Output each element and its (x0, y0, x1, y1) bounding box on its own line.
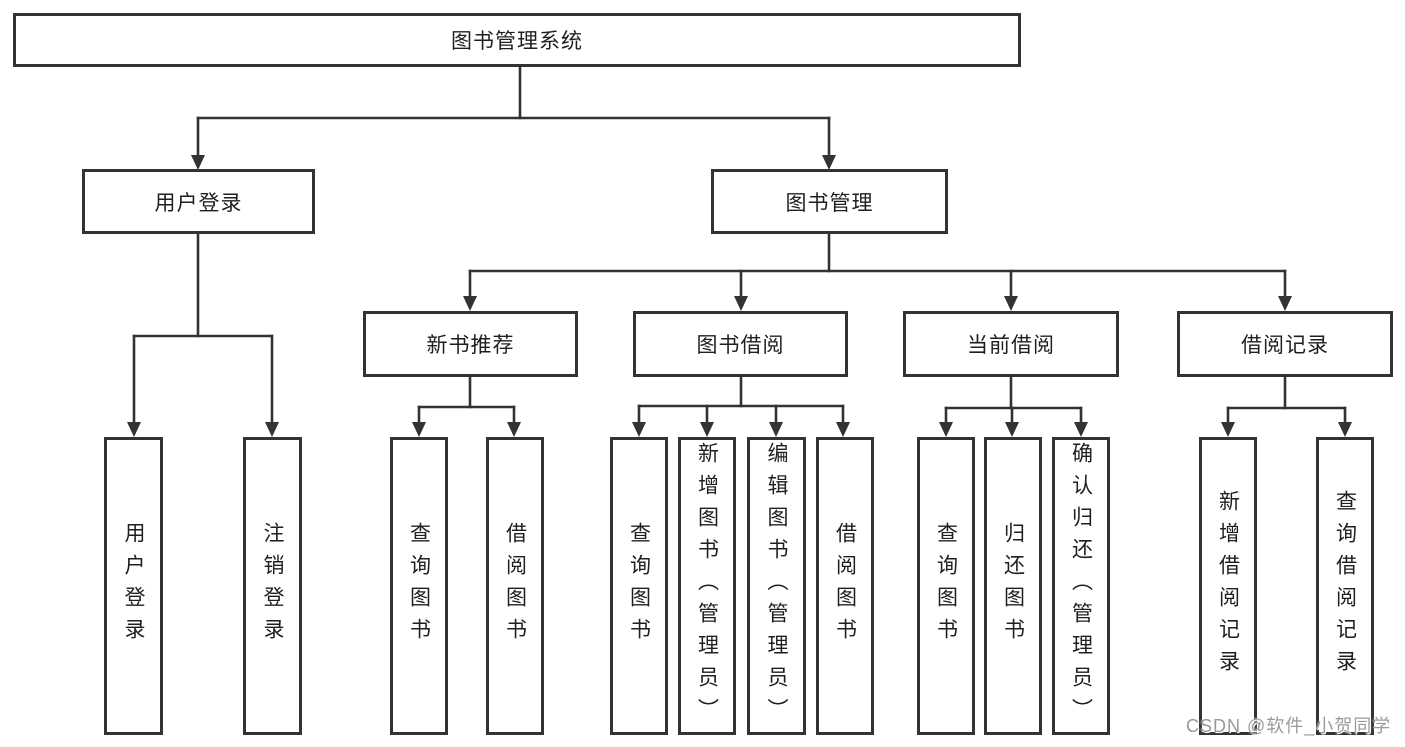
node-leaf-query-borrow-record: 查询借阅记录 (1316, 437, 1374, 735)
node-label: 编辑图书（管理员） (765, 442, 788, 730)
node-label: 新书推荐 (426, 334, 515, 357)
node-label: 新增图书（管理员） (695, 442, 719, 730)
node-leaf-logout: 注销登录 (243, 437, 302, 735)
node-leaf-return-books: 归还图书 (984, 437, 1042, 735)
node-leaf-borrow-books-2: 借阅图书 (816, 437, 874, 735)
node-root-system: 图书管理系统 (13, 13, 1021, 67)
node-leaf-borrow-books-1: 借阅图书 (486, 437, 544, 735)
arrowhead-icons (127, 155, 1352, 437)
node-label: 当前借阅 (967, 334, 1055, 357)
node-leaf-user-login: 用户登录 (104, 437, 163, 735)
node-label: 用户登录 (154, 191, 243, 215)
node-leaf-edit-books-admin: 编辑图书（管理员） (747, 437, 806, 735)
node-label: 确认归还（管理员） (1069, 442, 1093, 730)
node-leaf-query-books-2: 查询图书 (610, 437, 668, 735)
node-label: 借阅图书 (503, 522, 527, 650)
node-label: 借阅图书 (833, 522, 857, 650)
node-leaf-query-books-1: 查询图书 (390, 437, 448, 735)
node-leaf-add-books-admin: 新增图书（管理员） (678, 437, 736, 735)
node-label: 图书借阅 (696, 334, 785, 357)
node-label: 新增借阅记录 (1216, 490, 1240, 682)
node-leaf-confirm-return-admin: 确认归还（管理员） (1052, 437, 1110, 735)
node-book-borrow: 图书借阅 (633, 311, 848, 377)
csdn-watermark: CSDN @软件_小贺同学 (1186, 716, 1392, 736)
node-label: 查询图书 (627, 522, 651, 650)
node-label: 查询借阅记录 (1333, 490, 1357, 682)
node-book-management: 图书管理 (711, 169, 948, 234)
node-leaf-query-books-3: 查询图书 (917, 437, 975, 735)
node-user-login: 用户登录 (82, 169, 315, 234)
node-label: 查询图书 (934, 522, 958, 650)
node-new-book-recommend: 新书推荐 (363, 311, 578, 377)
node-label: 图书管理系统 (451, 30, 583, 53)
node-label: 图书管理 (785, 191, 874, 215)
node-borrow-records: 借阅记录 (1177, 311, 1393, 377)
node-label: 归还图书 (1001, 522, 1025, 650)
node-label: 借阅记录 (1241, 334, 1329, 357)
node-leaf-add-borrow-record: 新增借阅记录 (1199, 437, 1257, 735)
node-label: 注销登录 (261, 522, 284, 650)
node-label: 查询图书 (407, 522, 431, 650)
node-label: 用户登录 (122, 522, 145, 650)
node-current-borrow: 当前借阅 (903, 311, 1119, 377)
